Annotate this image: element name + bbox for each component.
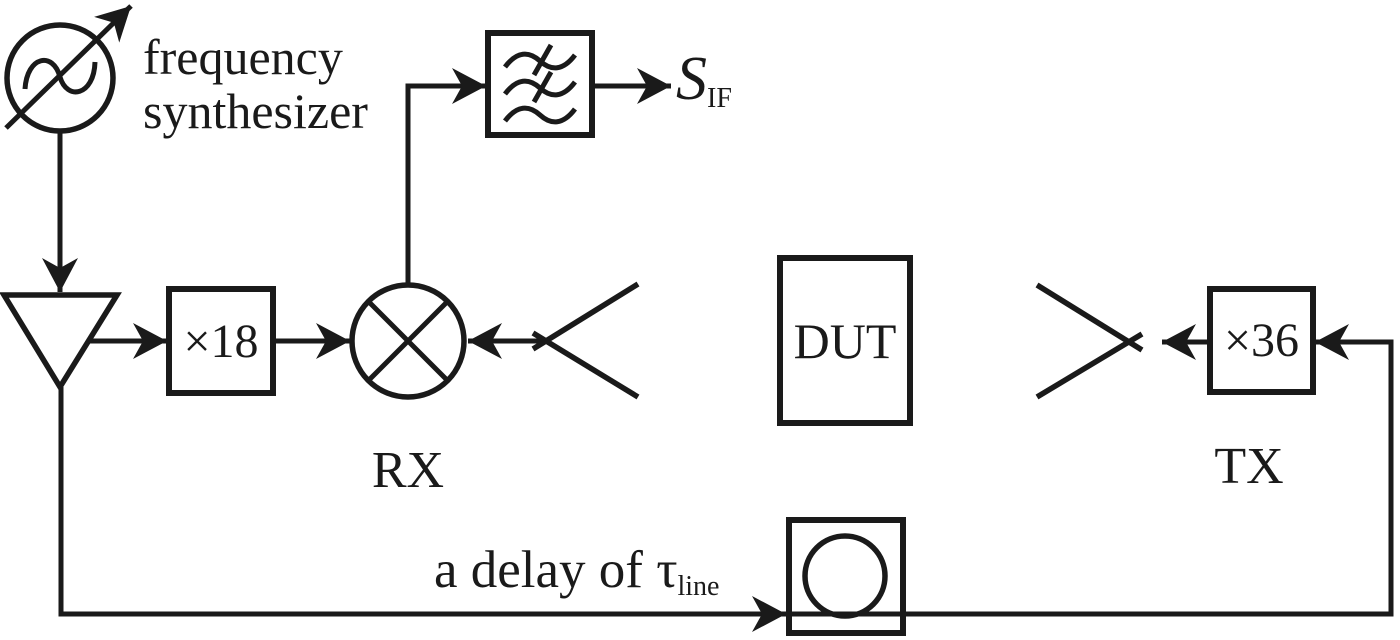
multiplier-x36-box	[1207, 286, 1316, 395]
frequency-synthesizer-label: frequency synthesizer	[143, 30, 368, 138]
delay-label: a delay of τline	[434, 540, 720, 603]
multiplier-x18-label: ×18	[183, 314, 259, 368]
rx-antenna-icon	[531, 281, 640, 400]
dut-label: DUT	[793, 312, 897, 369]
bandpass-filter-icon	[485, 30, 595, 138]
frequency-synthesizer-icon	[4, 4, 133, 134]
if-output-symbol: S	[676, 45, 707, 113]
if-output-subscript: IF	[707, 83, 732, 114]
mixer-icon	[349, 282, 467, 400]
delay-label-text: a delay of τ	[434, 541, 678, 599]
wire-mixer-to-filter	[405, 68, 486, 285]
wire-delay-line-to-x36	[903, 324, 1394, 617]
if-output-label: SIF	[676, 44, 732, 115]
multiplier-x36-label: ×36	[1223, 314, 1300, 367]
delay-line-icon	[786, 517, 906, 636]
delay-label-subscript: line	[677, 571, 720, 602]
dut-box	[777, 255, 913, 426]
frequency-synthesizer-label-line2: synthesizer	[143, 83, 368, 139]
wire-splitter-to-delay-line	[58, 387, 786, 632]
tx-label: TX	[1214, 438, 1284, 495]
tx-antenna-icon	[1035, 282, 1144, 400]
frequency-synthesizer-label-line1: frequency	[143, 29, 343, 85]
rx-label: RX	[371, 442, 445, 499]
